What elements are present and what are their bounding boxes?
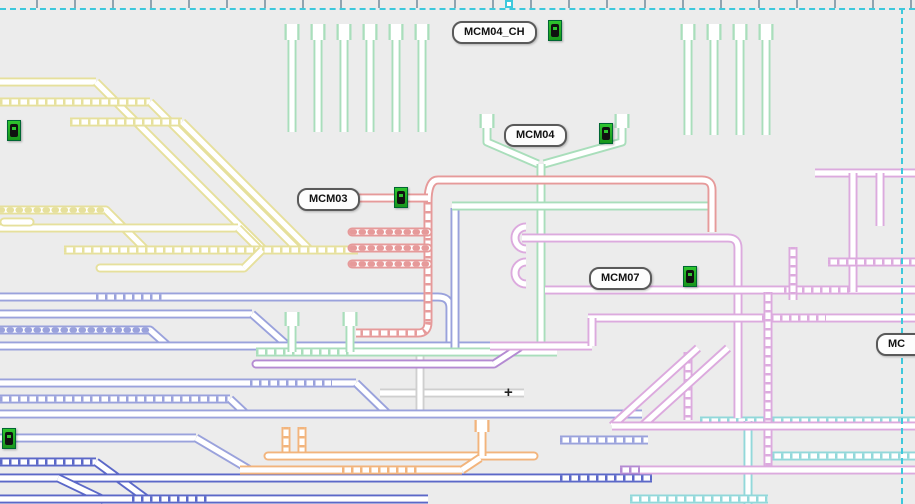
tracks-pink: [490, 168, 915, 475]
signal-indicator-mcm07[interactable]: [683, 266, 697, 287]
track-label-mcm04-ch[interactable]: MCM04_CH: [452, 21, 537, 44]
crosshair-cursor: +: [504, 384, 513, 401]
tracks-dark-blue: [0, 457, 652, 504]
green-signal-lamp-icon: [10, 124, 18, 137]
tracks-green: [256, 24, 774, 357]
tracks-blue: [0, 208, 648, 474]
signal-indicator-mcm04[interactable]: [599, 123, 613, 144]
tracks-yellow: [0, 77, 358, 273]
tracks-red: [347, 175, 717, 338]
selection-handle[interactable]: [505, 0, 513, 8]
signal-indicator-mcm04-ch[interactable]: [548, 20, 562, 41]
track-label-mcm04[interactable]: MCM04: [504, 124, 567, 147]
signal-indicator-left-2[interactable]: [2, 428, 16, 449]
signal-indicator-mcm03[interactable]: [394, 187, 408, 208]
track-label-mcm03[interactable]: MCM03: [297, 188, 360, 211]
tracks-orange: [240, 420, 539, 475]
green-signal-lamp-icon: [602, 127, 610, 140]
green-signal-lamp-icon: [5, 432, 13, 445]
ruler-ticks: [0, 0, 915, 8]
green-signal-lamp-icon: [686, 270, 694, 283]
track-label-mcm07[interactable]: MCM07: [589, 267, 652, 290]
green-signal-lamp-icon: [397, 191, 405, 204]
signal-indicator-left-1[interactable]: [7, 120, 21, 141]
green-signal-lamp-icon: [551, 24, 559, 37]
track-label-partial[interactable]: MC: [876, 333, 915, 356]
tracks-cyan: [630, 416, 915, 504]
selection-border-top: [0, 8, 915, 10]
selection-border-right: [901, 8, 903, 504]
